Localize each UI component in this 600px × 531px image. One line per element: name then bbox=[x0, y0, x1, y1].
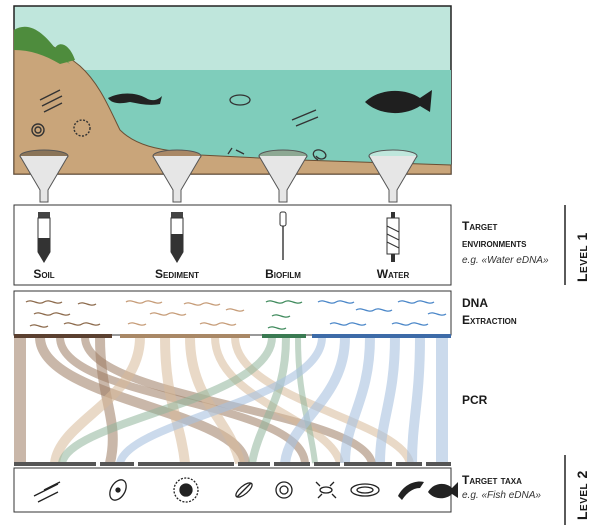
amphibian-icon bbox=[398, 481, 424, 500]
filter-capsule-icon bbox=[386, 212, 400, 262]
sample-tubes bbox=[37, 211, 400, 263]
pcr-flow-bands bbox=[14, 336, 448, 465]
swab-icon bbox=[279, 211, 287, 260]
sample-box bbox=[13, 204, 452, 286]
fish-scene-icon bbox=[365, 90, 432, 114]
diatom-icon bbox=[235, 482, 253, 498]
funnel-biofilm bbox=[258, 149, 308, 203]
target-environments-example: e.g. «Water eDNA» bbox=[462, 255, 549, 266]
target-taxa-title: Target taxa bbox=[462, 473, 522, 487]
water-organisms-icon bbox=[227, 94, 327, 161]
soil-tube-icon bbox=[37, 212, 51, 263]
dna-extraction-title: DNA Extraction bbox=[462, 296, 517, 327]
level-2-label: Level 2 bbox=[574, 470, 590, 520]
sample-label-soil: Soil bbox=[33, 267, 55, 281]
target-taxa-example: e.g. «Fish eDNA» bbox=[462, 490, 541, 501]
fish-icon bbox=[428, 482, 458, 499]
funnel-soil bbox=[19, 149, 69, 203]
target-environments-title: Target environments bbox=[462, 219, 527, 250]
sample-label-sediment: Sediment bbox=[154, 267, 199, 281]
target-taxa-box bbox=[13, 467, 452, 513]
sediment-tube-icon bbox=[170, 212, 184, 263]
funnel-water bbox=[368, 149, 418, 203]
newt-icon bbox=[108, 93, 162, 105]
funnel-sediment bbox=[152, 149, 202, 203]
extraction-colour-bars bbox=[14, 334, 451, 338]
pcr-title: PCR bbox=[462, 393, 488, 407]
funnels bbox=[19, 149, 418, 203]
protist-icon bbox=[109, 479, 127, 501]
soil-organisms-icon bbox=[31, 89, 91, 137]
taxa-icons bbox=[33, 477, 458, 503]
taxa-bars bbox=[14, 462, 451, 466]
sample-label-biofilm: Biofilm bbox=[265, 267, 301, 281]
insect-icon bbox=[315, 481, 337, 499]
fungi-icon bbox=[173, 477, 199, 503]
landscape-scene bbox=[13, 5, 452, 175]
mollusc-icon bbox=[350, 483, 380, 497]
nematode-icon bbox=[275, 481, 293, 499]
bacteria-icon bbox=[33, 481, 61, 503]
dna-helix-icons bbox=[25, 300, 447, 330]
dna-extraction-box bbox=[13, 290, 452, 336]
sample-label-water: Water bbox=[376, 267, 410, 281]
level-1-label: Level 1 bbox=[574, 232, 590, 282]
